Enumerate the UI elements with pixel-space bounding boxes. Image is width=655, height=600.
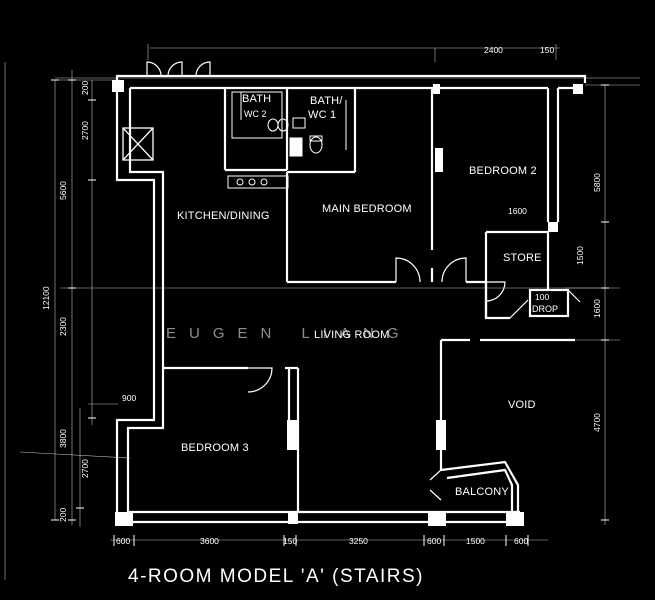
label-living-room: LIVING ROOM <box>314 329 390 341</box>
dim-left-2700-top: 2700 <box>80 121 90 140</box>
dim-top-150: 150 <box>540 45 554 55</box>
dim-bottom-600-a: 600 <box>116 536 130 546</box>
dim-left-3800: 3800 <box>58 429 68 448</box>
label-bedroom-2: BEDROOM 2 <box>469 165 537 177</box>
plan-title: 4-ROOM MODEL 'A' (STAIRS) <box>128 566 424 587</box>
label-balcony: BALCONY <box>455 486 509 498</box>
dim-left-12100: 12100 <box>41 286 51 310</box>
dimension-ticks <box>51 79 609 546</box>
label-bath-1-sub: WC 1 <box>308 109 336 121</box>
dim-left-2700-bottom: 2700 <box>80 459 90 478</box>
dim-bottom-1500: 1500 <box>466 536 485 546</box>
dim-top-2400: 2400 <box>484 45 503 55</box>
dim-bottom-600-b: 600 <box>427 536 441 546</box>
label-drop: DROP <box>532 304 558 314</box>
label-kitchen-dining: KITCHEN/DINING <box>177 210 270 222</box>
bath-fixtures <box>227 91 347 189</box>
dim-bottom-150: 150 <box>283 536 297 546</box>
label-bath-2: BATH <box>242 93 271 105</box>
dim-bottom-600-c: 600 <box>514 536 528 546</box>
dim-right-1600: 1600 <box>592 299 602 318</box>
dim-bottom-3250: 3250 <box>349 536 368 546</box>
wall-piers <box>112 80 583 526</box>
dim-right-4700: 4700 <box>592 413 602 432</box>
dim-drop-100: 100 <box>535 292 549 302</box>
dim-left-2300: 2300 <box>58 317 68 336</box>
stair-shaft <box>122 127 154 161</box>
watermark: EUGEN LIANG <box>166 325 412 342</box>
label-store: STORE <box>503 252 542 264</box>
dim-left-900: 900 <box>122 393 136 403</box>
dim-left-200-bottom: 200 <box>58 508 68 522</box>
dim-left-200-top: 200 <box>80 81 90 95</box>
doors <box>146 61 581 501</box>
label-bath-2-sub: WC 2 <box>244 109 267 119</box>
label-void: VOID <box>508 399 536 411</box>
dim-store-1600: 1600 <box>508 206 527 216</box>
label-bedroom-3: BEDROOM 3 <box>181 442 249 454</box>
dim-bottom-3600: 3600 <box>200 536 219 546</box>
label-main-bedroom: MAIN BEDROOM <box>322 203 412 215</box>
dim-right-5800: 5800 <box>592 173 602 192</box>
label-bath-1: BATH/ <box>310 95 343 107</box>
dim-left-5600: 5600 <box>58 181 68 200</box>
walls <box>115 74 587 524</box>
dim-right-1500: 1500 <box>575 246 585 265</box>
